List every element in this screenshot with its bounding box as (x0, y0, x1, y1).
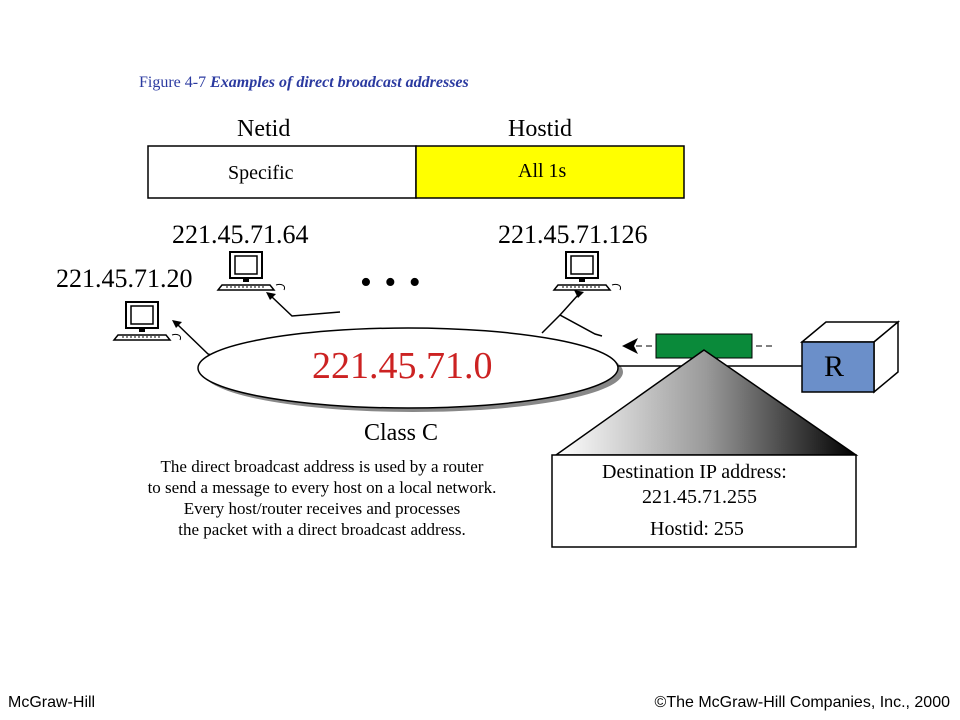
host-address-126: 221.45.71.126 (498, 220, 648, 249)
more-hosts-ellipsis: • • • (360, 264, 423, 301)
hostid-header: Hostid (508, 116, 573, 142)
description-line-2: to send a message to every host on a loc… (147, 478, 497, 497)
packet-dest-address: 221.45.71.255 (642, 486, 757, 508)
network-address: 221.45.71.0 (312, 345, 493, 387)
router-icon (799, 320, 901, 394)
arrow-heads (172, 290, 584, 328)
packet-detail-box (551, 454, 857, 548)
footer-publisher: McGraw-Hill (8, 694, 96, 711)
footer-copyright: ©The McGraw-Hill Companies, Inc., 2000 (654, 694, 950, 711)
figure-caption: Figure 4-7 Examples of direct broadcast … (139, 74, 469, 92)
network-ellipse (197, 327, 619, 409)
description-line-1: The direct broadcast address is used by … (160, 457, 484, 476)
router-label: R (824, 350, 845, 383)
description-line-3: Every host/router receives and processes (183, 499, 461, 518)
packet-hostid: Hostid: 255 (650, 518, 744, 540)
figure-label: Figure 4-7 (139, 74, 207, 91)
computer-126-icon (553, 251, 622, 291)
hostid-value: All 1s (518, 160, 567, 182)
host-address-20: 221.45.71.20 (56, 264, 193, 293)
description-text: The direct broadcast address is used by … (110, 456, 534, 540)
computer-64-icon (217, 251, 286, 291)
figure-title: Examples of direct broadcast addresses (210, 74, 469, 91)
host-address-64: 221.45.71.64 (172, 220, 309, 249)
computer-20-icon (113, 301, 182, 341)
packet-dest-label: Destination IP address: (602, 461, 787, 483)
description-line-4: the packet with a direct broadcast addre… (178, 520, 466, 539)
class-label: Class C (364, 420, 439, 446)
netid-header: Netid (237, 116, 291, 142)
netid-cell (147, 145, 417, 199)
packet-arrow-head (622, 338, 638, 354)
netid-value: Specific (228, 162, 294, 184)
hostid-cell (415, 145, 685, 199)
